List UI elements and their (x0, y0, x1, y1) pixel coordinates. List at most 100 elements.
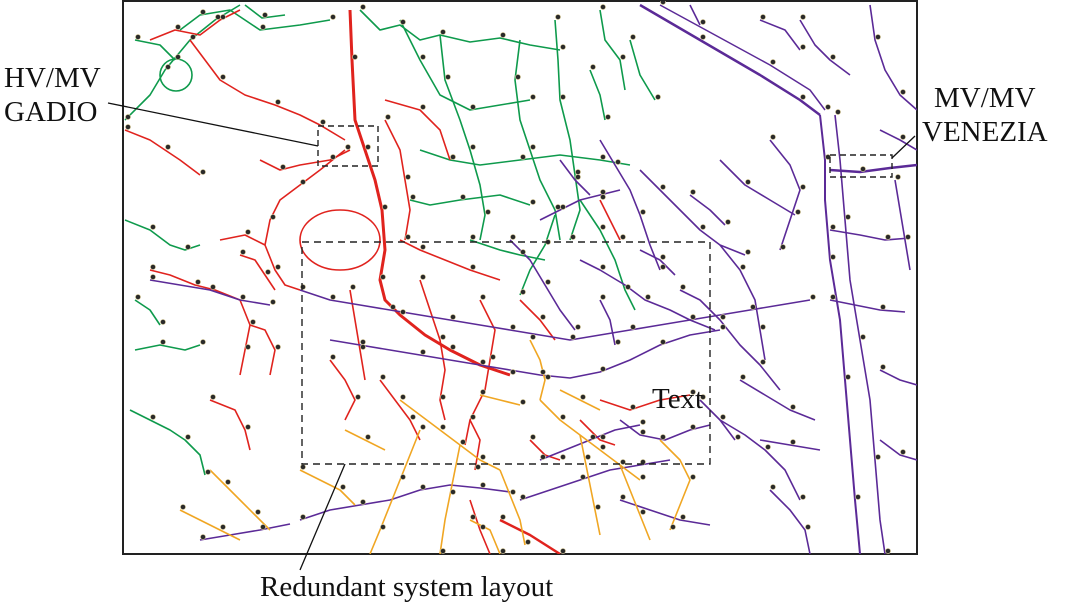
substation-node (245, 229, 251, 235)
substation-node (440, 394, 446, 400)
substation-node (135, 34, 141, 40)
substation-node (365, 434, 371, 440)
substation-node (352, 54, 358, 60)
substation-node (200, 534, 206, 540)
substation-node (600, 154, 606, 160)
substation-node (500, 548, 506, 554)
substation-node (700, 394, 706, 400)
substation-node (475, 464, 481, 470)
substation-node (420, 349, 426, 355)
substation-node (645, 294, 651, 300)
substation-node (905, 234, 911, 240)
substation-node (520, 399, 526, 405)
substation-node (735, 434, 741, 440)
substation-node (420, 54, 426, 60)
substation-node (400, 474, 406, 480)
substation-node (825, 104, 831, 110)
substation-node (360, 499, 366, 505)
substation-node (570, 334, 576, 340)
substation-node (485, 209, 491, 215)
substation-node (190, 34, 196, 40)
substation-node (470, 264, 476, 270)
red-feeder-network (124, 9, 691, 554)
substation-node (240, 294, 246, 300)
substation-node (470, 104, 476, 110)
redundant-layout-label: Redundant system layout (260, 571, 554, 603)
substation-node (690, 189, 696, 195)
substation-node (640, 509, 646, 515)
substation-node (580, 474, 586, 480)
substation-node (200, 339, 206, 345)
substation-node (800, 44, 806, 50)
substation-node (560, 454, 566, 460)
substation-node (880, 364, 886, 370)
hv-mv-station-label-line2: GADIO (4, 96, 98, 128)
substation-nodes (125, 1, 911, 554)
substation-node (640, 474, 646, 480)
substation-node (520, 249, 526, 255)
substation-node (220, 74, 226, 80)
substation-node (165, 64, 171, 70)
substation-node (615, 339, 621, 345)
substation-node (330, 294, 336, 300)
substation-node (450, 314, 456, 320)
substation-node (420, 274, 426, 280)
substation-node (300, 464, 306, 470)
substation-node (540, 314, 546, 320)
substation-node (150, 224, 156, 230)
substation-node (835, 109, 841, 115)
substation-node (545, 279, 551, 285)
substation-node (175, 54, 181, 60)
substation-node (460, 194, 466, 200)
substation-node (510, 489, 516, 495)
substation-node (525, 539, 531, 545)
substation-node (410, 194, 416, 200)
substation-node (275, 344, 281, 350)
substation-node (860, 166, 866, 172)
substation-node (575, 174, 581, 180)
substation-node (220, 14, 226, 20)
substation-node (500, 32, 506, 38)
substation-node (800, 494, 806, 500)
substation-node (360, 344, 366, 350)
substation-node (690, 424, 696, 430)
substation-node (800, 94, 806, 100)
substation-node (470, 144, 476, 150)
substation-node (660, 1, 666, 5)
substation-node (655, 94, 661, 100)
substation-node (845, 374, 851, 380)
substation-node (420, 104, 426, 110)
substation-node (595, 504, 601, 510)
substation-node (600, 366, 606, 372)
substation-node (350, 284, 356, 290)
substation-node (780, 244, 786, 250)
substation-node (480, 294, 486, 300)
substation-node (515, 74, 521, 80)
substation-node (700, 19, 706, 25)
substation-node (270, 214, 276, 220)
substation-node (165, 144, 171, 150)
substation-node (510, 369, 516, 375)
substation-node (630, 404, 636, 410)
substation-node (530, 94, 536, 100)
substation-node (260, 524, 266, 530)
substation-node (640, 419, 646, 425)
substation-node (175, 24, 181, 30)
substation-node (560, 94, 566, 100)
substation-node (605, 114, 611, 120)
substation-node (185, 244, 191, 250)
substation-node (510, 234, 516, 240)
substation-node (625, 284, 631, 290)
substation-node (830, 254, 836, 260)
substation-node (245, 424, 251, 430)
substation-node (262, 12, 268, 18)
substation-node (860, 334, 866, 340)
substation-node (630, 324, 636, 330)
venezia-station-box (829, 154, 893, 178)
substation-node (195, 279, 201, 285)
substation-node (420, 424, 426, 430)
substation-node (770, 484, 776, 490)
substation-node (760, 14, 766, 20)
substation-node (160, 319, 166, 325)
substation-node (600, 434, 606, 440)
